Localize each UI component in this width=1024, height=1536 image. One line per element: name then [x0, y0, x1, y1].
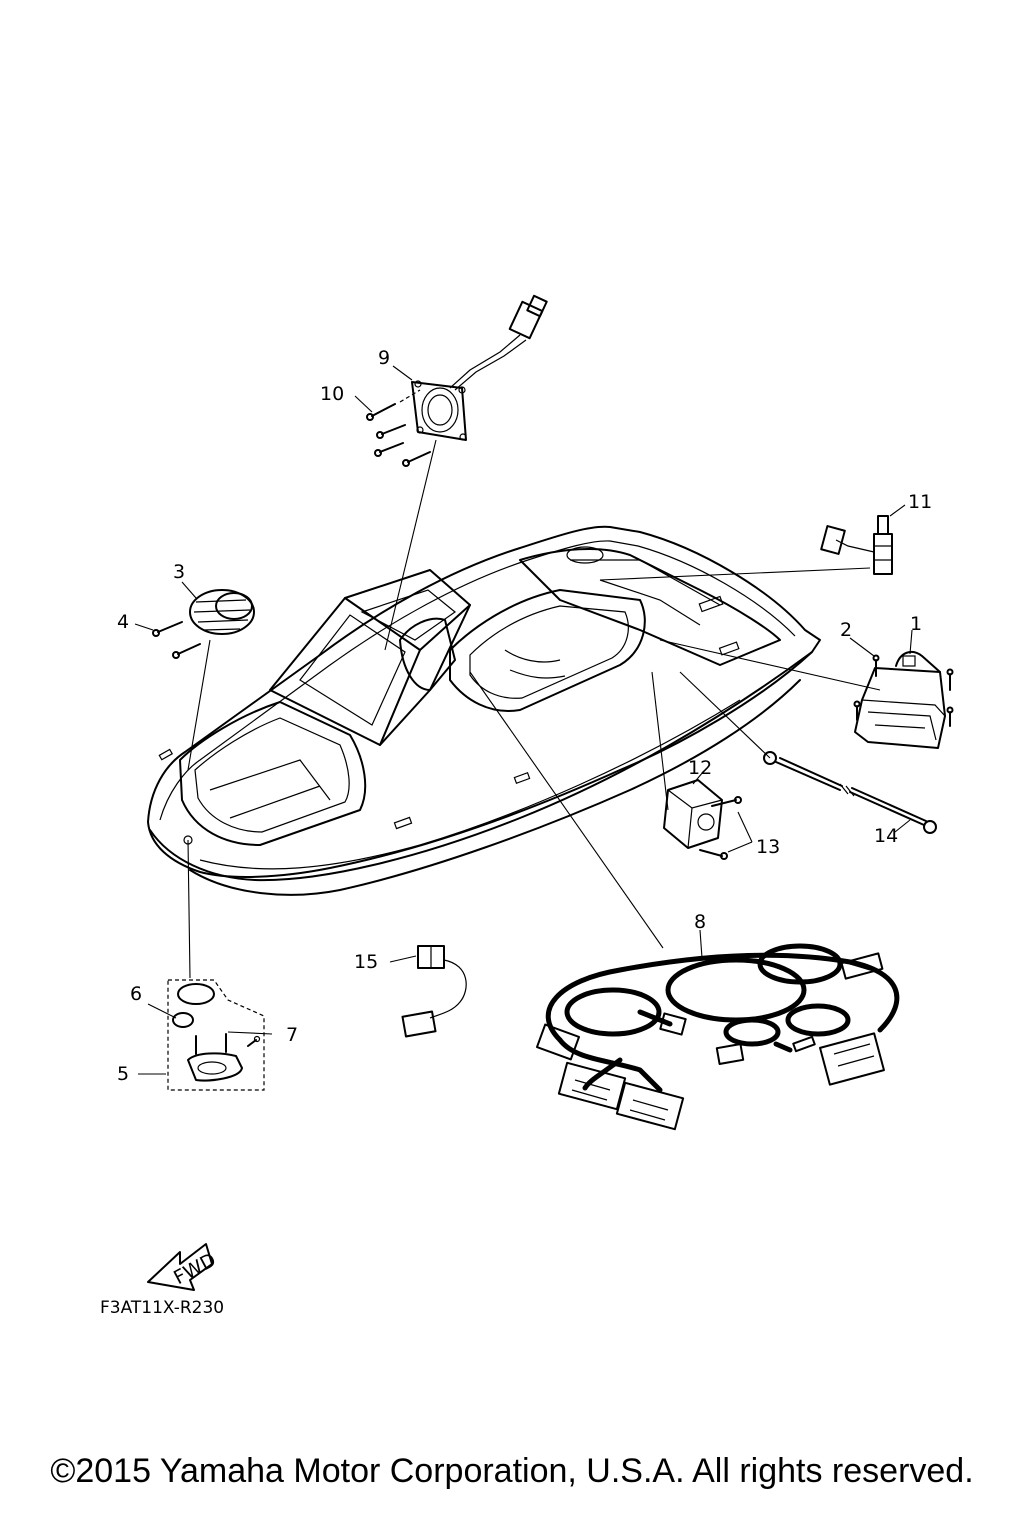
cable-14	[763, 751, 937, 834]
screws-2	[849, 637, 954, 727]
sensor-11	[820, 504, 906, 575]
screws-4	[134, 621, 201, 659]
callout-11: 11	[908, 491, 932, 513]
copyright-notice: ©2015 Yamaha Motor Corporation, U.S.A. A…	[50, 1452, 974, 1490]
fwd-arrow-icon: FWD	[147, 1243, 220, 1291]
callout-6: 6	[130, 983, 142, 1005]
callout-7: 7	[286, 1024, 298, 1046]
callout-8: 8	[694, 911, 706, 933]
callout-9: 9	[378, 347, 390, 369]
callout-15: 15	[354, 951, 378, 973]
callout-2: 2	[840, 619, 852, 641]
connector-lead-15	[389, 945, 467, 1038]
screws-13	[699, 796, 753, 860]
screws-10	[354, 365, 431, 467]
wiring-harness-8	[535, 929, 900, 1131]
light-assembly-group	[138, 979, 273, 1091]
callout-4: 4	[117, 611, 129, 633]
callout-13: 13	[756, 836, 780, 858]
speaker-bracket-9	[411, 294, 548, 441]
callout-1: 1	[910, 613, 922, 635]
leader-lines	[187, 439, 881, 979]
callout-5: 5	[117, 1063, 129, 1085]
bracket-1	[854, 629, 946, 749]
callout-3: 3	[173, 561, 185, 583]
boat-hull	[147, 525, 821, 896]
callout-12: 12	[688, 757, 712, 779]
callout-10: 10	[320, 383, 344, 405]
callout-14: 14	[874, 825, 898, 847]
callout-numbers: 1 2 3 4 5 6 7 8 9 10 11 12 13 14 15	[117, 347, 932, 1085]
diagram-code: F3AT11X-R230	[100, 1298, 225, 1318]
speaker-grille-3	[181, 581, 255, 635]
control-unit-12	[663, 771, 723, 849]
